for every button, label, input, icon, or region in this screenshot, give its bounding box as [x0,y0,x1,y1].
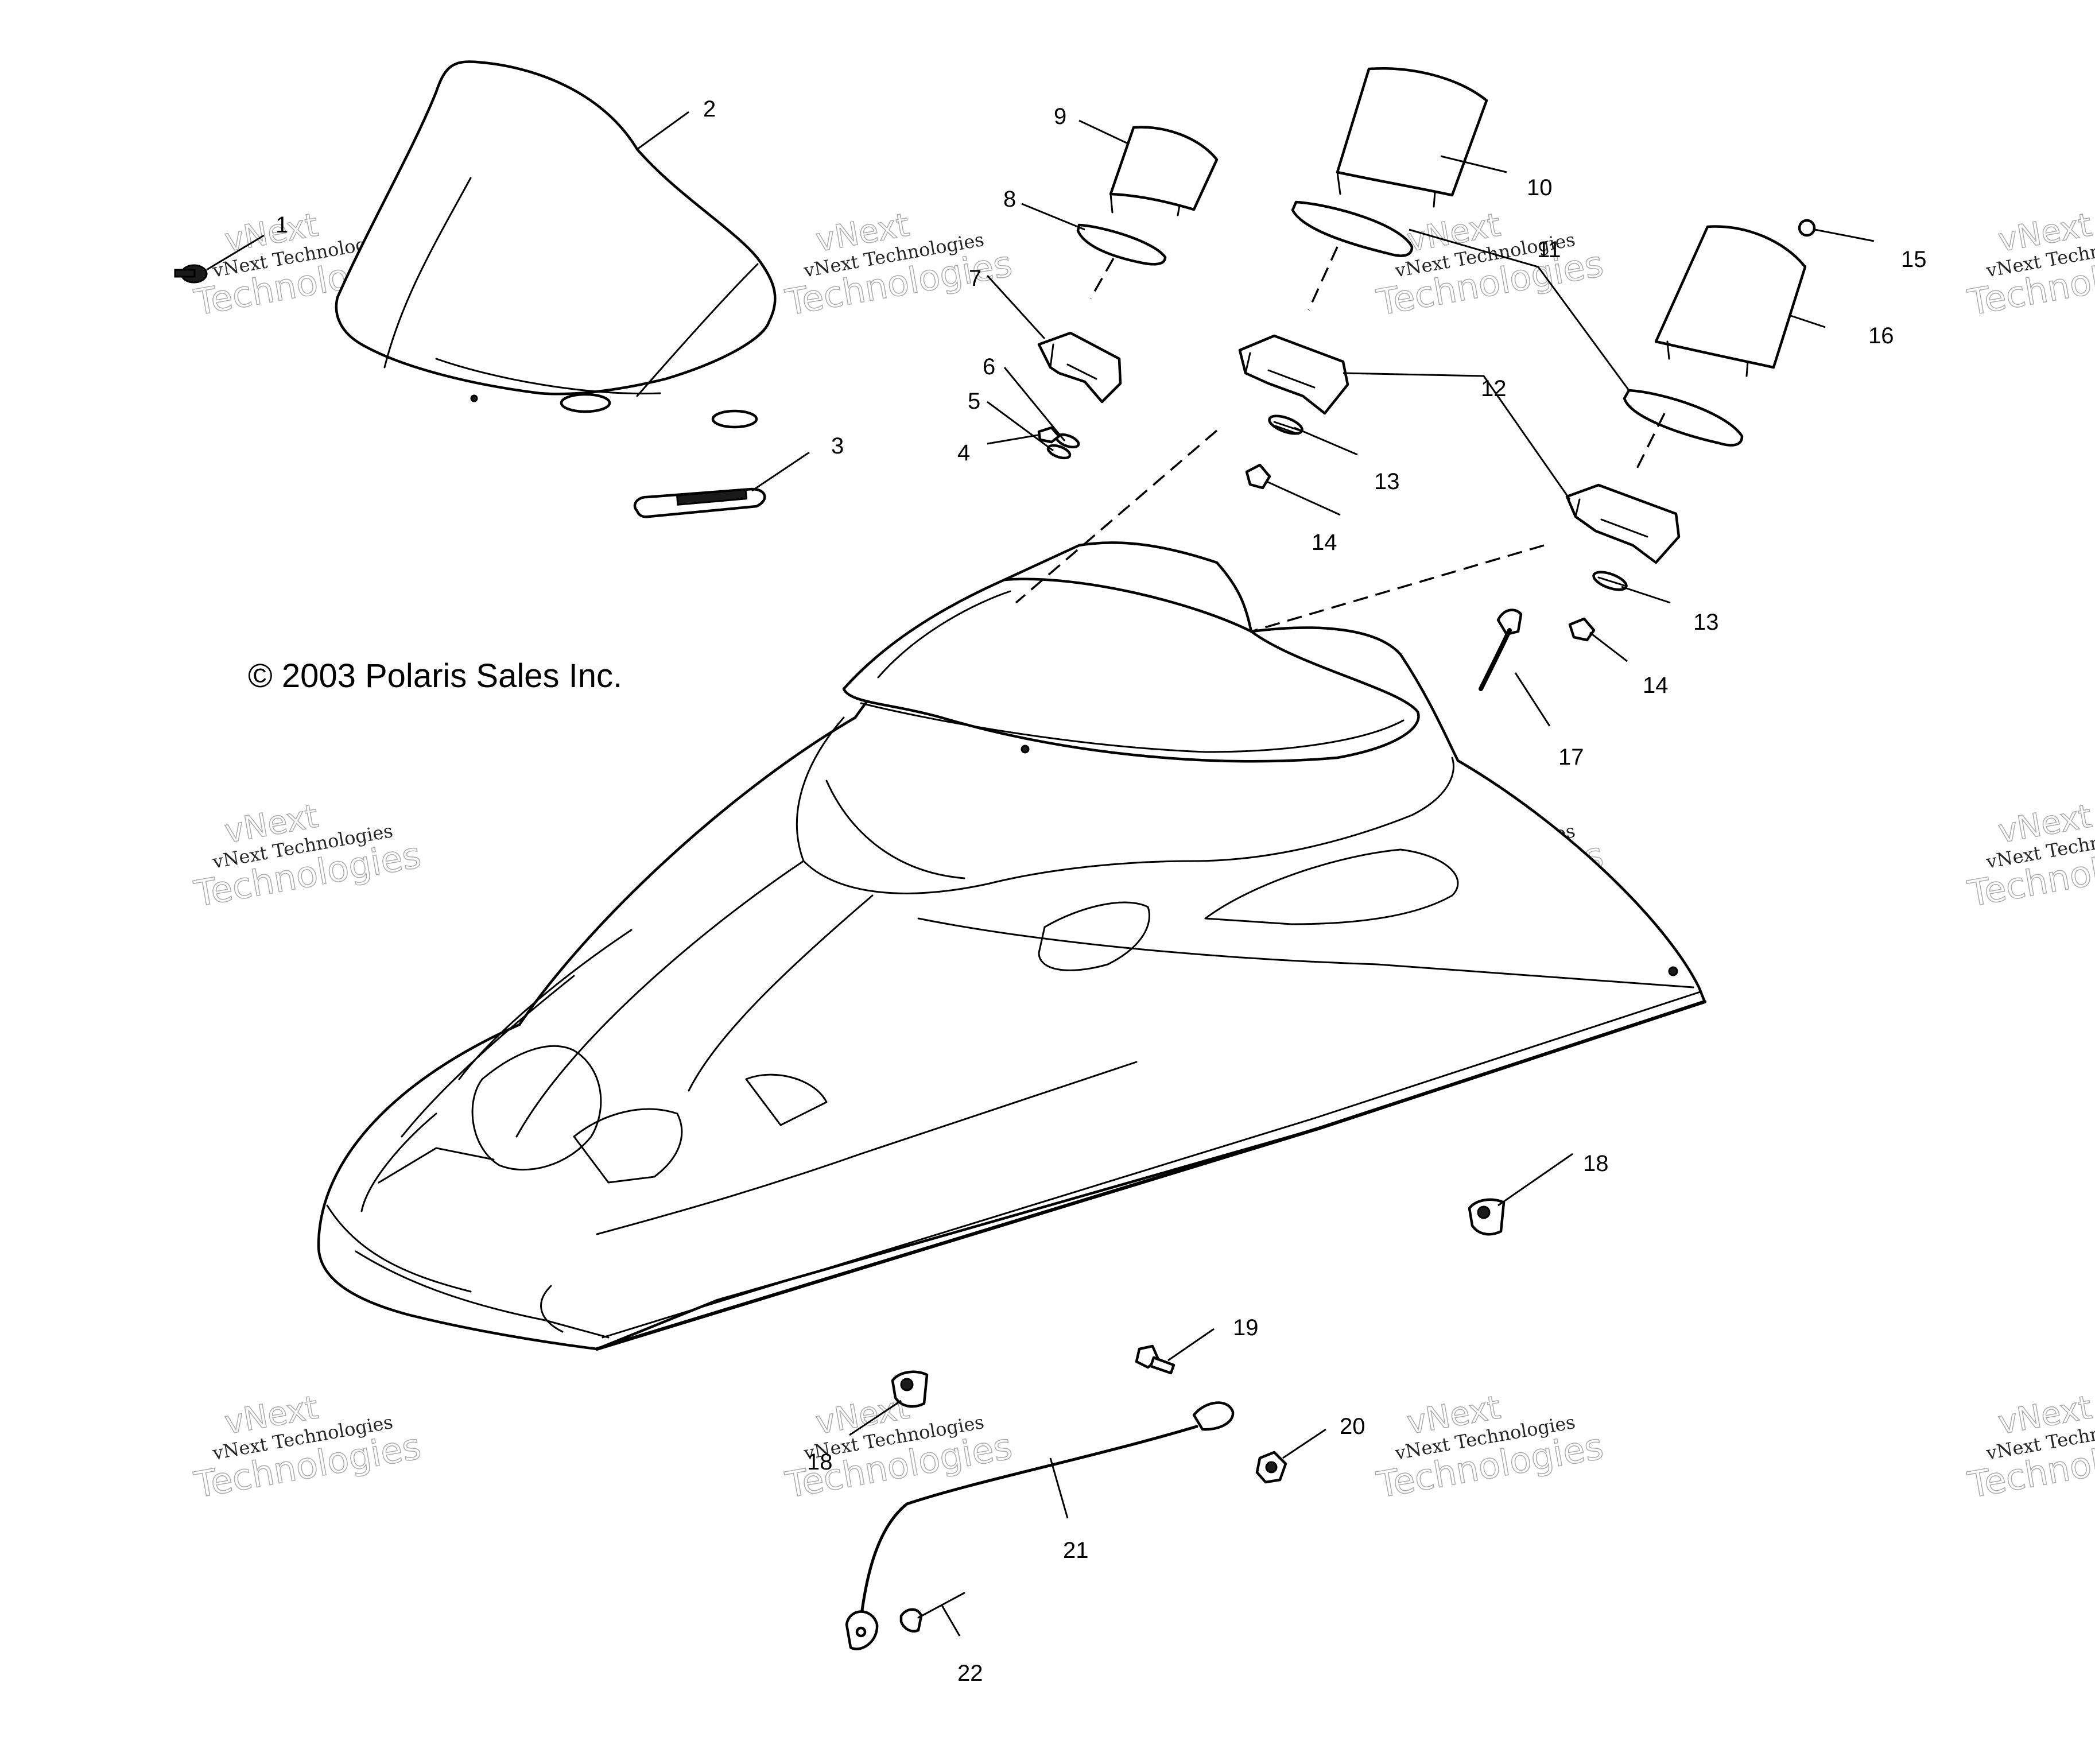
part-21-ground-strap [845,1401,1235,1650]
callout-14-right: 14 [1643,673,1669,698]
callout-16: 16 [1868,323,1894,348]
part-4-nut [1037,426,1061,444]
hood-body [317,541,1706,1351]
watermark: vNext Technologies vNext Technologies [191,1389,424,1507]
part-18-clip-left [891,1370,929,1408]
part-14-nut [1245,463,1271,490]
watermark: vNext Technologies vNext Technologies [782,206,1015,324]
part-12-bezel [1238,334,1349,415]
callout-20: 20 [1340,1414,1365,1439]
part-20-nut [1255,1451,1287,1484]
part-16-gauge [1654,225,1807,377]
part-19-bolt [1135,1344,1175,1375]
part-15-screw [1798,219,1816,237]
callout-10: 10 [1527,175,1553,200]
callout-18-left: 18 [807,1449,833,1475]
callout-12: 12 [1481,376,1507,401]
callout-4: 4 [957,440,970,466]
callout-8: 8 [1003,187,1016,212]
callout-labels: 1 2 3 4 5 6 7 8 9 10 11 12 13 13 14 14 1… [276,96,1927,1686]
callout-14: 14 [1312,530,1337,555]
watermark: vNext Technologies vNext Technologies [1964,206,2095,324]
part-9-gauge [1109,126,1219,216]
alignment-lines [1015,246,1666,633]
callout-6: 6 [983,354,995,379]
part-2-windshield [335,60,777,429]
part-13-spring-right [1592,571,1628,591]
callout-1: 1 [276,212,288,238]
copyright-text: © 2003 Polaris Sales Inc. [248,657,622,695]
part-1-fastener [174,264,208,284]
callout-7: 7 [969,266,981,291]
callout-19: 19 [1233,1315,1259,1340]
leader-lines [206,111,1875,1637]
part-11-ring [1291,200,1414,257]
watermark: vNext Technologies vNext Technologies [1373,1389,1607,1507]
callout-11: 11 [1537,237,1561,262]
part-10-gauge [1336,67,1488,208]
part-12-bezel-right [1565,483,1681,564]
callout-17: 17 [1558,745,1584,770]
part-17-sensor [1479,608,1523,691]
callout-9: 9 [1054,104,1066,129]
part-22-rivet [899,1592,965,1633]
callout-13: 13 [1374,469,1400,494]
part-18-clip-right [1468,1198,1506,1236]
watermark: vNext Technologies vNext Technologies [1964,1389,2095,1507]
part-14-nut-right [1568,617,1596,642]
callout-5: 5 [968,389,980,414]
callout-13-right: 13 [1693,610,1719,635]
callout-15: 15 [1901,247,1927,272]
part-3-strap [633,487,766,518]
part-11-ring-right [1623,389,1744,447]
part-7-bezel [1037,331,1122,404]
callout-18-right: 18 [1583,1151,1609,1176]
watermark: vNext Technologies vNext Technologies [1964,797,2095,916]
part-8-ring [1076,223,1167,266]
callout-2: 2 [703,96,716,122]
callout-3: 3 [831,433,844,459]
watermark: vNext Technologies vNext Technologies [191,797,424,916]
part-13-spring [1268,414,1303,435]
callout-22: 22 [957,1661,983,1686]
callout-21: 21 [1063,1538,1089,1563]
